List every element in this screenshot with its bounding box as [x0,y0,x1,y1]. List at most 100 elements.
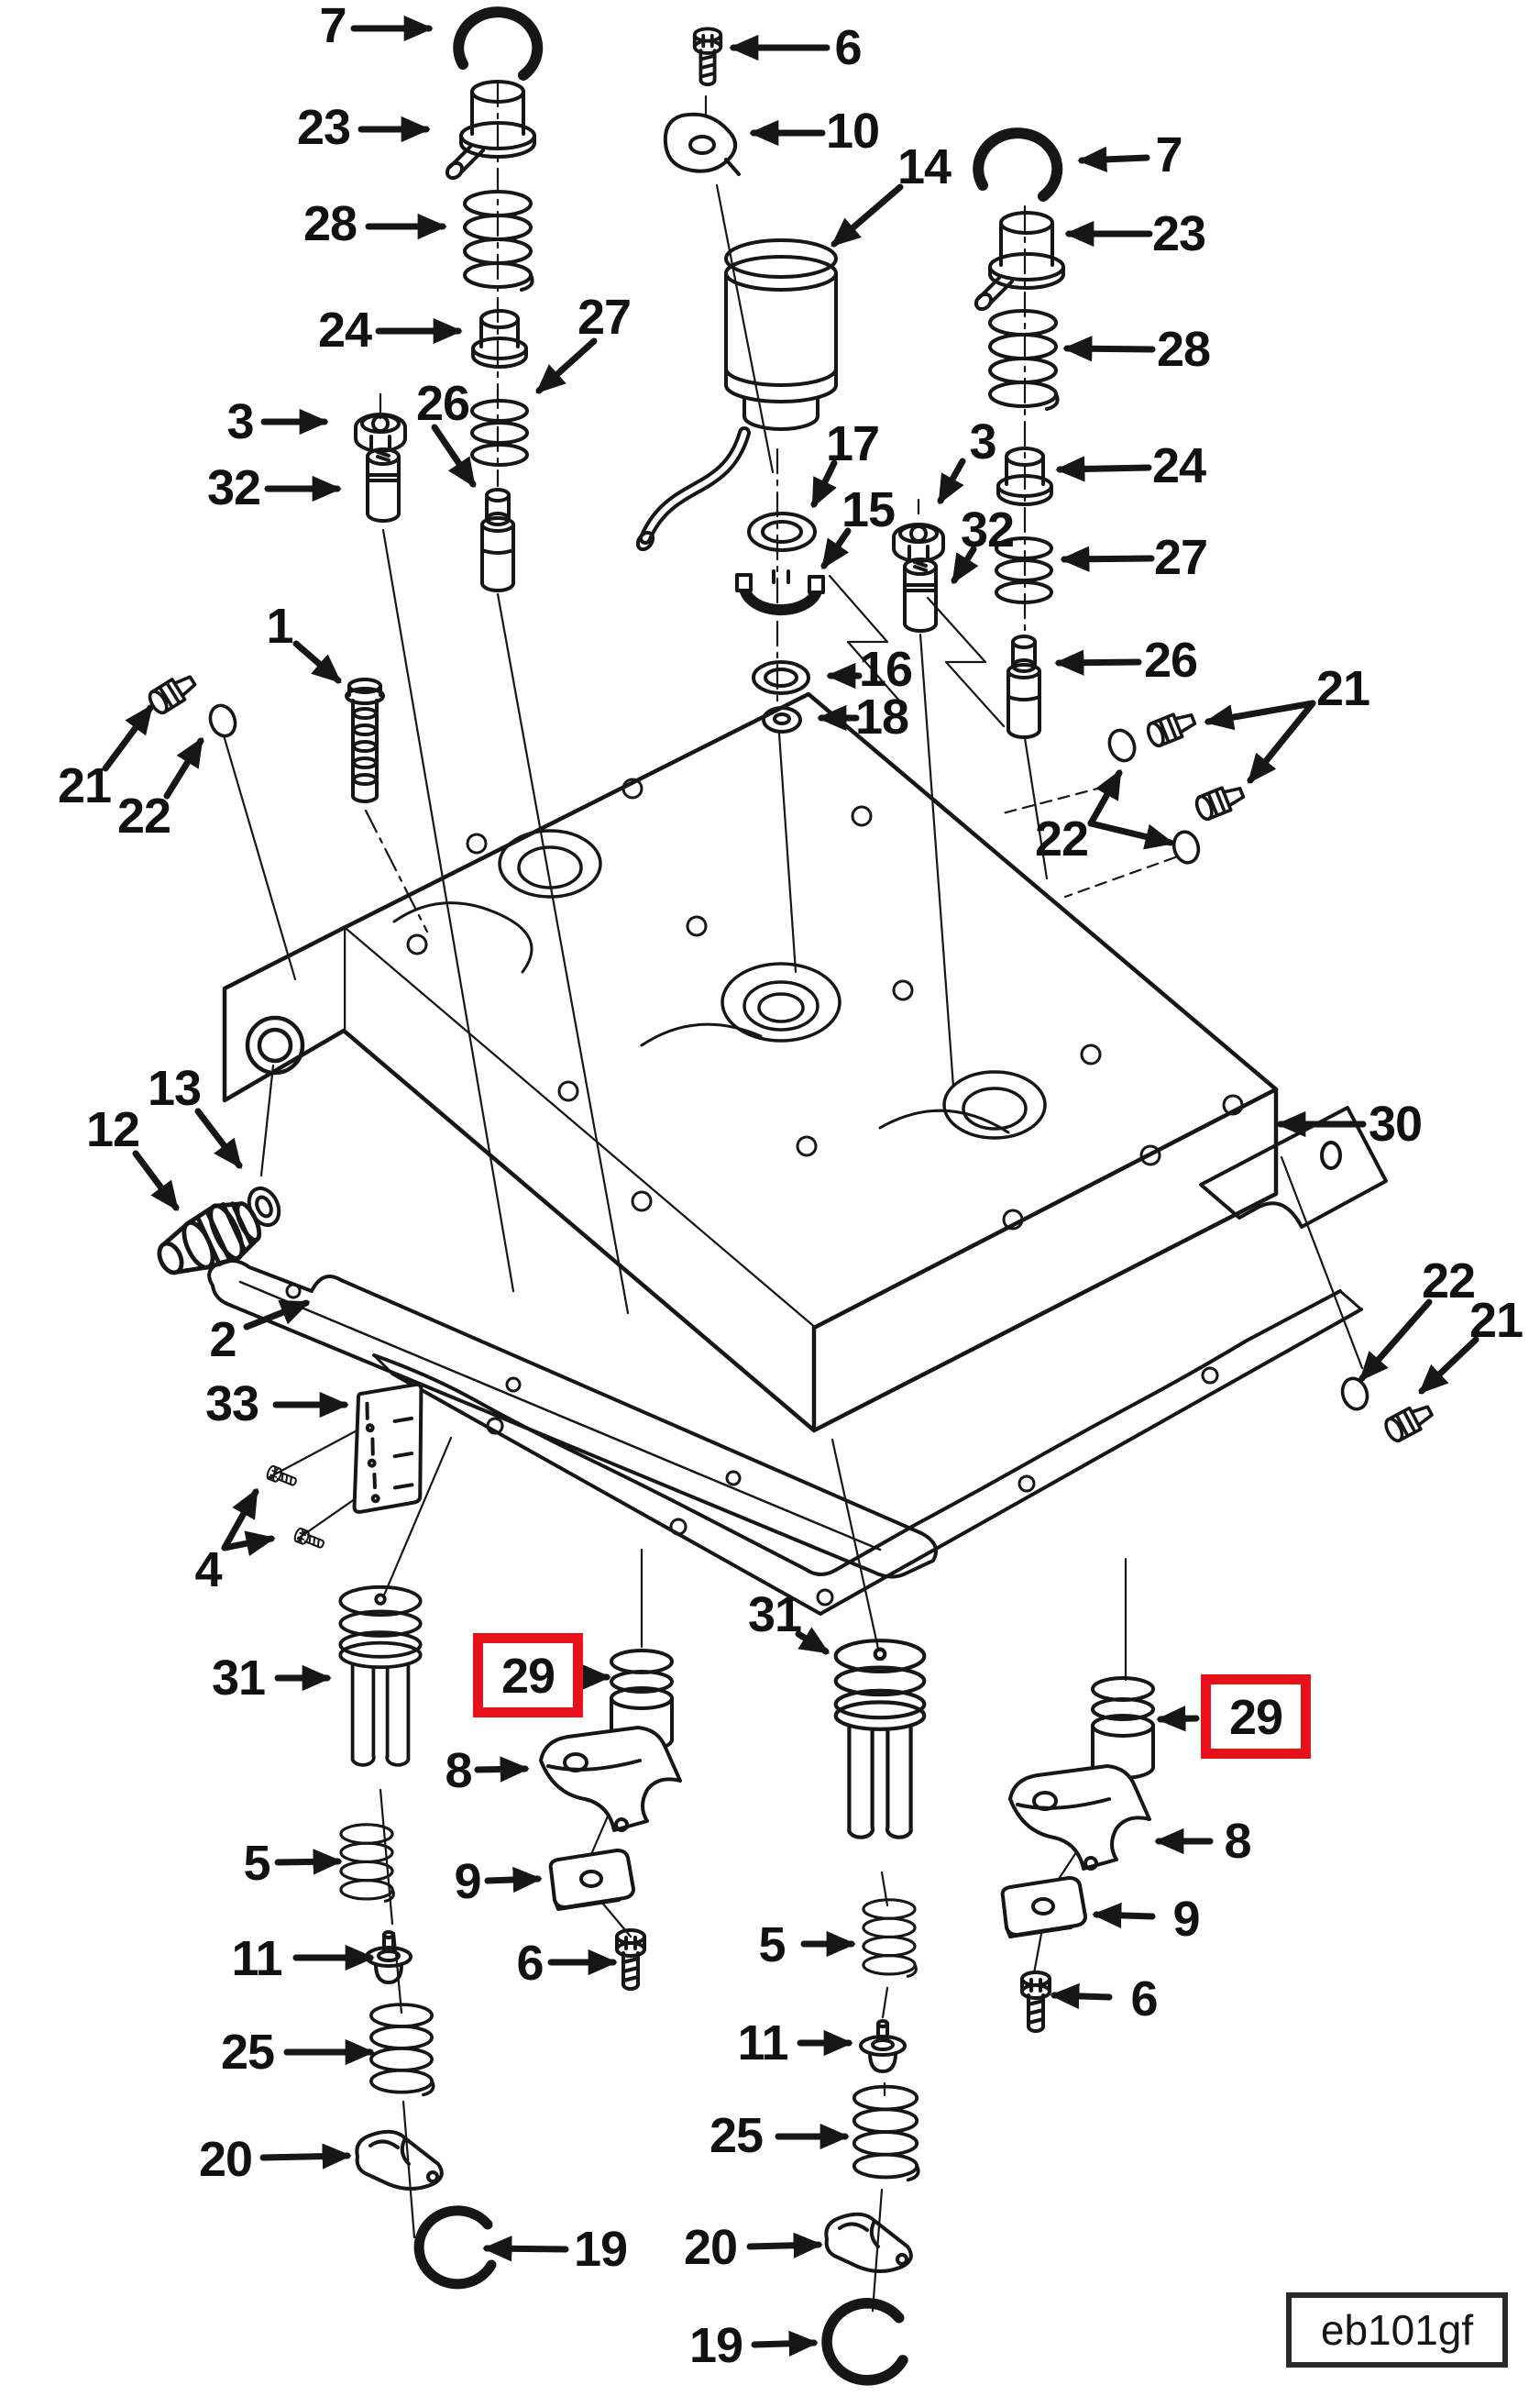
part-31-tube-left [338,1584,423,1767]
part-22-oring-right-a [1103,724,1141,767]
callout-arrow-13 [194,1108,243,1169]
part-9-plate-right [1000,1876,1087,1938]
part-5-spring-left [339,1823,395,1903]
head-gasket [372,1106,1388,1616]
part-8-clamp-left [539,1726,682,1832]
part-22-oring-far-right [1336,1374,1373,1414]
part-23-cap-left [442,80,536,183]
callout-arrow-21 [1418,1336,1480,1395]
callout-arrow-3 [937,458,966,505]
callout-arrow-22 [1087,820,1175,850]
part-1-stud [345,678,385,803]
callout-arrow-22 [163,736,204,800]
callout-arrow-4 [221,1530,276,1557]
callout-arrow-6 [1050,1982,1113,2010]
callout-arrow-17 [810,459,838,509]
callout-arrow-7 [1077,146,1150,172]
part-22-oring-right-b [1169,827,1204,867]
callout-arrow-29 [1156,1706,1200,1732]
callout-arrow-20 [746,2232,823,2258]
part-3-nut-center [892,523,945,563]
callout-arrow-14 [830,183,904,248]
callout-arrow-28 [1062,336,1156,362]
part-18-nut [762,706,802,734]
callout-arrow-1 [292,640,342,684]
part-17-washer [747,512,817,552]
callout-arrow-27 [535,337,598,394]
part-25-spring-center [852,2084,920,2182]
callout-arrow-19 [751,2330,819,2357]
callout-arrow-15 [820,527,852,569]
callout-arrow-27 [1060,546,1155,572]
block-contours [392,901,1010,1134]
part-7-snap-ring-left [458,12,537,75]
part-7-snap-ring-right [978,133,1057,196]
callout-arrow-26 [431,424,477,488]
bottom-right-chain [1000,1676,1155,2033]
callout-arrow-32 [951,546,979,585]
block-holes [406,778,1244,1231]
part-31-tube-center [836,1640,925,1837]
part-21-fitting-right-b [1192,779,1248,823]
callout-arrow-31 [795,1627,830,1655]
part-11-retainer-center [859,2019,907,2073]
part-21-fitting-right-a [1143,706,1200,750]
callout-arrow-26 [1054,649,1142,676]
top-center-parts [635,27,945,734]
part-24-retainer-left [471,309,528,369]
part-29-sleeve-right [1091,1676,1155,1780]
part-25-spring-left [369,2003,435,2097]
callout-arrow-9 [484,1866,543,1894]
part-26-screw-left [480,488,515,592]
part-32-barrel-left [366,447,401,523]
callout-arrow-24 [1055,456,1152,482]
part-13-washer [247,1186,281,1228]
callout-arrow-8 [474,1756,530,1783]
part-21-fitting-left [145,668,201,718]
part-8-clamp-right [1008,1764,1151,1871]
bottom-center-chain [826,1640,924,2380]
part-6-bolt-left [615,1928,646,1991]
part-27-spring-left [470,399,529,467]
figure-code-box: eb101gf [1286,2292,1508,2368]
callout-arrow-21 [102,704,154,772]
part-19-snap-ring-left [419,2211,491,2284]
part-20-lever-left [355,2129,444,2191]
callout-arrows [102,15,1480,2357]
part-5-spring-center [862,1898,918,1978]
callout-arrow-4 [221,1487,259,1551]
part-6-bolt-right [1020,1971,1051,2033]
part-32-barrel-center [903,558,938,633]
callout-arrow-22 [1358,1298,1433,1382]
part-15-retaining-clamp [737,571,823,610]
valve-chain-left [354,12,537,592]
part-16-washer [752,660,810,695]
part-22-oring-left [204,700,241,742]
callout-arrow-2 [243,1299,311,1330]
part-28-spring-right [988,309,1060,411]
callout-arrow-19 [482,2236,569,2262]
callout-arrow-12 [132,1150,180,1211]
callout-arrow-21 [1247,700,1316,784]
part-10-clamp-plate [663,112,741,176]
callout-arrow-5 [274,1849,343,1875]
valve-chain-right [971,133,1065,739]
callout-arrow-21 [1204,700,1316,731]
part-26-screw-right [1006,635,1041,739]
part-14-supply-tube [635,240,836,552]
part-21-fitting-far-right [1380,1398,1437,1445]
figure-code: eb101gf [1320,2306,1474,2354]
part-3-nut-left [354,413,407,453]
part-19-snap-ring-center [827,2303,903,2380]
cylinder-head-block [222,691,1279,1433]
part-33-dataplate [344,1376,434,1520]
callout-arrow-20 [259,2143,352,2170]
part-9-plate-left [548,1849,635,1911]
leader-lines [222,81,1364,2313]
part-20-lever-center [824,2212,913,2273]
callout-arrow-22 [1087,768,1123,827]
part-6-bolt-top [692,27,723,87]
callout-arrow-9 [1092,1902,1156,1929]
